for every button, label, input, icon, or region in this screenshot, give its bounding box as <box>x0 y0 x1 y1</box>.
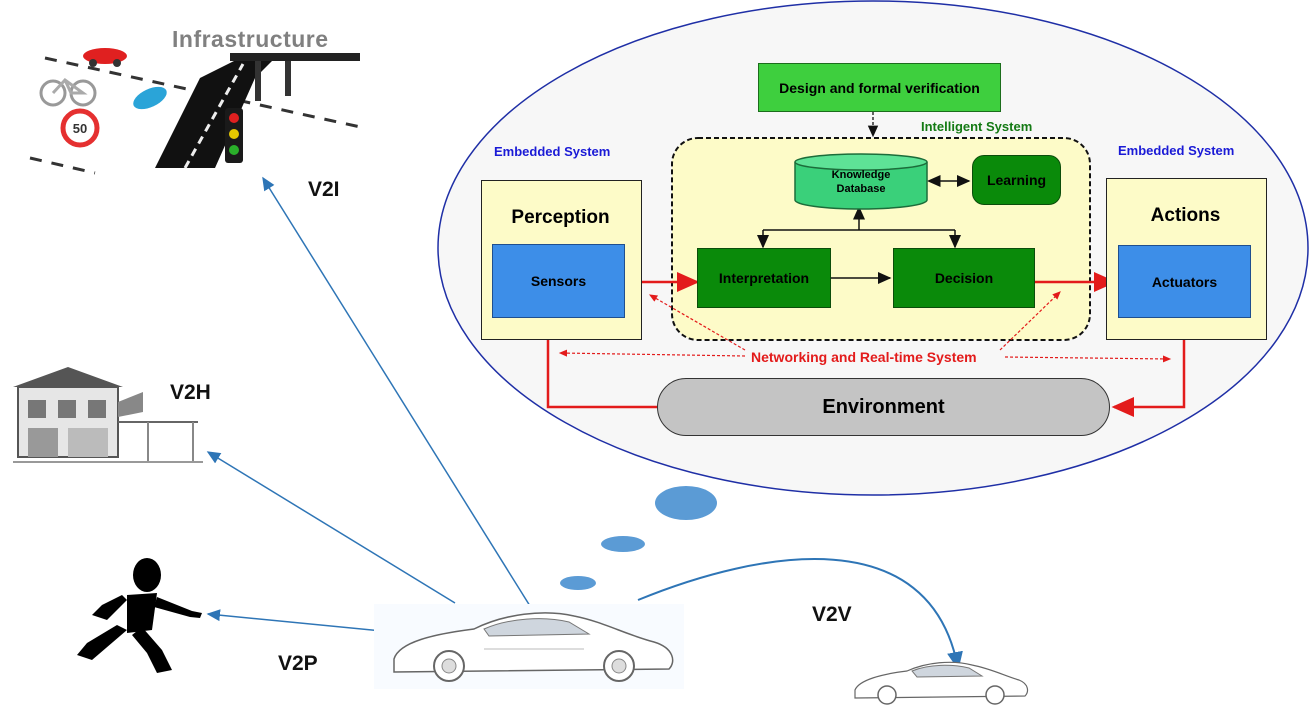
house-icon <box>13 367 203 463</box>
interpretation-box: Interpretation <box>697 248 831 308</box>
actuators-label: Actuators <box>1151 273 1218 290</box>
thought-bubble-small <box>560 576 596 590</box>
v2i-label: V2I <box>308 178 340 201</box>
actions-label: Actions <box>1150 205 1221 226</box>
infrastructure-illustration: 50 <box>29 48 366 175</box>
sensors-box: Sensors <box>492 244 625 318</box>
learning-box: Learning <box>972 155 1061 205</box>
decision-label: Decision <box>934 270 994 286</box>
sensors-label: Sensors <box>530 273 587 289</box>
actuators-box: Actuators <box>1118 245 1251 318</box>
main-car-icon <box>374 604 684 689</box>
infrastructure-title: Infrastructure <box>172 26 329 52</box>
thought-bubble-medium <box>601 536 645 552</box>
thought-bubble-large <box>655 486 717 520</box>
design-verification-box: Design and formal verification <box>758 63 1001 112</box>
knowledge-database-label: Knowledge Database <box>831 169 891 195</box>
intelligent-system-label: Intelligent System <box>921 119 1033 134</box>
speed-sign-icon <box>60 108 100 148</box>
v2h-arrow <box>206 451 456 604</box>
environment-label: Environment <box>822 395 945 418</box>
embedded-system-left-label: Embedded System <box>494 144 611 159</box>
networking-label: Networking and Real-time System <box>749 349 979 365</box>
v2v-arrow <box>637 558 963 670</box>
v2h-label: V2H <box>170 381 211 404</box>
interpretation-label: Interpretation <box>718 270 810 286</box>
decision-box: Decision <box>893 248 1035 308</box>
v2p-label: V2P <box>278 652 318 675</box>
pedestrian-icon <box>77 558 202 673</box>
embedded-system-right-label: Embedded System <box>1118 143 1235 158</box>
database-icon <box>794 153 928 210</box>
perception-label: Perception <box>511 207 610 228</box>
svg-text:50: 50 <box>73 121 87 136</box>
v2i-arrow <box>262 176 531 607</box>
v2p-arrow <box>206 609 393 633</box>
design-verification-label: Design and formal verification <box>779 79 980 96</box>
environment-box: Environment <box>657 378 1110 436</box>
actuators-environment-arrow <box>1111 318 1186 417</box>
learning-label: Learning <box>986 172 1047 188</box>
other-car-icon <box>854 661 1029 705</box>
v2v-label: V2V <box>812 603 852 626</box>
environment-sensors-arrow <box>538 317 657 409</box>
